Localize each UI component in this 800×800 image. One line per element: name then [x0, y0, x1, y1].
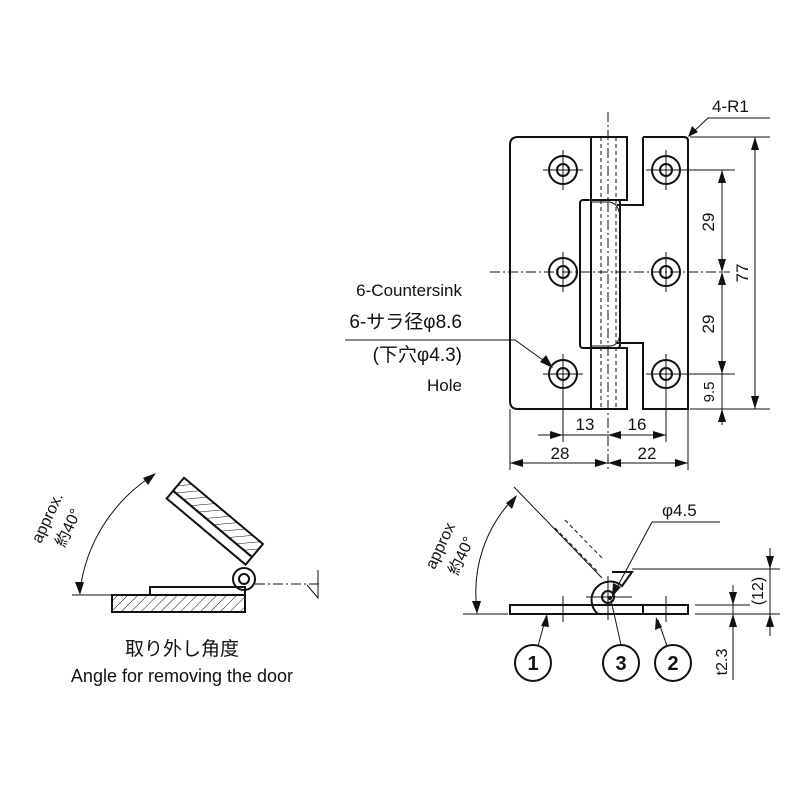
- side-view: approx 約40° φ4.5 (12) t2.3 1 3 2: [423, 486, 780, 682]
- arrowhead: [540, 355, 553, 368]
- countersink-holes: [543, 150, 686, 394]
- dim-edge: 9.5: [701, 382, 718, 403]
- center-mark: [306, 570, 319, 600]
- arrowhead: [688, 126, 698, 137]
- svg-text:2: 2: [667, 653, 678, 675]
- knuckle-top: [590, 136, 628, 201]
- hole: [646, 150, 686, 190]
- extension-lines: [509, 390, 689, 470]
- knuckle-middle: [579, 199, 621, 349]
- dim-left-hole: 13: [576, 415, 595, 434]
- removal-view: approx. 約40° 取り外し角度 Angle for removing t…: [29, 473, 320, 686]
- top-view: 4-R1 6-Countersink 6-サラ径φ8.6 (下穴φ4.3) Ho…: [345, 97, 770, 472]
- countersink-leader: [345, 339, 551, 366]
- balloon-3: 3: [602, 644, 640, 682]
- dim-pitch-lower: 29: [699, 315, 718, 334]
- door-frame-section: [111, 594, 246, 613]
- corner-radius-label: 4-R1: [712, 97, 749, 116]
- hole-label-en: Hole: [427, 376, 462, 395]
- open-leaf-phantom: [554, 519, 605, 573]
- dim-overall-height: (12): [750, 577, 767, 605]
- radius-leader: [689, 117, 770, 136]
- hole: [548, 252, 578, 292]
- balloon-2: 2: [654, 644, 692, 682]
- angle-arc: [79, 475, 153, 592]
- dim-right-width: 22: [638, 444, 657, 463]
- svg-text:1: 1: [527, 653, 538, 675]
- knuckle-curl: [591, 201, 621, 347]
- knuckle: [232, 567, 256, 591]
- dim-left-width: 28: [551, 444, 570, 463]
- dim-height: 77: [733, 264, 752, 283]
- countersink-label-en: 6-Countersink: [356, 281, 462, 300]
- caption-en: Angle for removing the door: [71, 666, 293, 686]
- left-leaf-outline: [509, 136, 592, 410]
- knuckle-bottom: [590, 347, 628, 410]
- hole-label-jp: (下穴φ4.3): [373, 344, 462, 366]
- open-leaf-line: [513, 486, 603, 579]
- pin-diameter: φ4.5: [662, 501, 697, 520]
- dim-pitch-upper: 29: [699, 213, 718, 232]
- caption-jp: 取り外し角度: [125, 638, 239, 660]
- extension-lines: [632, 568, 780, 615]
- svg-text:3: 3: [615, 653, 626, 675]
- balloon-1: 1: [514, 644, 552, 682]
- extension-lines: [676, 136, 770, 410]
- door-leaf-open: [165, 476, 265, 567]
- leaf-plates: [509, 604, 689, 615]
- fixed-leaf: [149, 586, 246, 596]
- center-marks: [562, 576, 667, 622]
- angle-arc: [475, 496, 516, 611]
- knuckle-profile: [590, 571, 634, 615]
- countersink-label-jp: 6-サラ径φ8.6: [349, 311, 462, 333]
- balloon-leaders: [537, 599, 668, 647]
- hole: [543, 354, 583, 394]
- hole: [543, 150, 583, 190]
- dim-right-hole: 16: [628, 415, 647, 434]
- dim-thickness: t2.3: [714, 649, 731, 676]
- hole: [651, 252, 681, 292]
- pin-leader: [613, 521, 720, 594]
